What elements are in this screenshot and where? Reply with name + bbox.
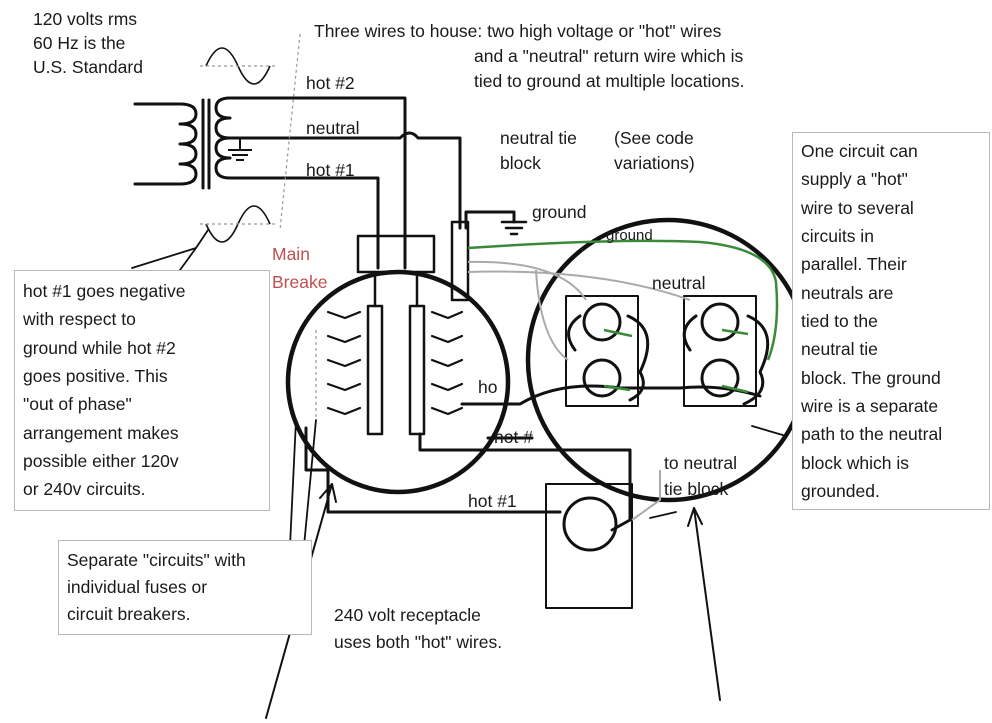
- phase-note-line: arrangement makes: [23, 422, 179, 443]
- hot1-label: hot #1: [306, 160, 355, 180]
- separate-circuits-note: Separate "circuits" with individual fuse…: [58, 540, 312, 636]
- circuit-note-line: block which is: [801, 452, 909, 473]
- transformer-icon: [133, 96, 297, 190]
- ground-panel-label: ground: [606, 227, 653, 244]
- neutral-panel-label: neutral: [652, 273, 706, 293]
- separate-note-line: Separate "circuits" with: [67, 550, 246, 570]
- standard-line-3: U.S. Standard: [33, 57, 143, 77]
- circuit-note-line: parallel. Their: [801, 254, 907, 275]
- neutral-tie-line-1: neutral tie: [500, 128, 577, 148]
- receptacle-note-line-1: 240 volt receptacle: [334, 605, 481, 625]
- standard-line-2: 60 Hz is the: [33, 33, 126, 53]
- code-note-line-2: variations): [614, 153, 695, 173]
- circuit-note-line: block. The ground: [801, 367, 941, 388]
- phase-note-line: goes positive. This: [23, 366, 168, 387]
- phase-note-line: with respect to: [23, 309, 136, 330]
- neutral-label: neutral: [306, 118, 360, 138]
- main-breaker-line-1: Main: [272, 244, 310, 264]
- code-note-line-1: (See code: [614, 128, 694, 148]
- circuit-note-line: tied to the: [801, 311, 878, 332]
- hot1-lower-label: hot #1: [468, 491, 517, 511]
- ho-label: ho: [478, 377, 498, 397]
- circuit-note-line: neutral tie: [801, 339, 878, 360]
- main-breaker-line-2: Breake: [272, 272, 328, 292]
- circuit-note-line: circuits in: [801, 226, 874, 247]
- standard-line-1: 120 volts rms: [33, 9, 138, 29]
- hot-partial-label: hot #: [494, 427, 533, 447]
- ground-label: ground: [532, 202, 587, 222]
- to-neutral-line-2: tie block: [664, 479, 729, 499]
- circuit-note-line: supply a "hot": [801, 169, 908, 190]
- circuit-note-line: wire to several: [801, 197, 914, 218]
- phase-note-line: possible either 120v: [23, 451, 179, 472]
- phase-note-line: "out of phase": [23, 394, 132, 415]
- phase-note-line: ground while hot #2: [23, 337, 176, 358]
- circuit-note-line: grounded.: [801, 481, 880, 502]
- phase-note-line: hot #1 goes negative: [23, 281, 186, 301]
- neutral-tie-line-2: block: [500, 153, 541, 173]
- circuit-note: One circuit can supply a "hot" wire to s…: [792, 132, 990, 511]
- phase-note: hot #1 goes negative with respect to gro…: [14, 270, 270, 511]
- circuit-note-line: path to the neutral: [801, 424, 943, 445]
- three-wires-line-2: and a "neutral" return wire which is: [474, 46, 744, 66]
- separate-note-line: individual fuses or: [67, 577, 208, 598]
- separate-note-line: circuit breakers.: [67, 604, 191, 625]
- circuit-note-line: wire is a separate: [801, 396, 939, 417]
- to-neutral-line-1: to neutral: [664, 453, 737, 473]
- three-wires-line-1: Three wires to house: two high voltage o…: [314, 21, 722, 41]
- three-wires-line-3: tied to ground at multiple locations.: [474, 71, 745, 91]
- hot2-label: hot #2: [306, 73, 355, 93]
- receptacle-note-line-2: uses both "hot" wires.: [334, 632, 503, 652]
- breaker-ticks: [326, 310, 464, 416]
- circuit-note-line: neutrals are: [801, 282, 894, 303]
- circuit-note-line: One circuit can: [801, 141, 918, 161]
- phase-note-line: or 240v circuits.: [23, 479, 146, 500]
